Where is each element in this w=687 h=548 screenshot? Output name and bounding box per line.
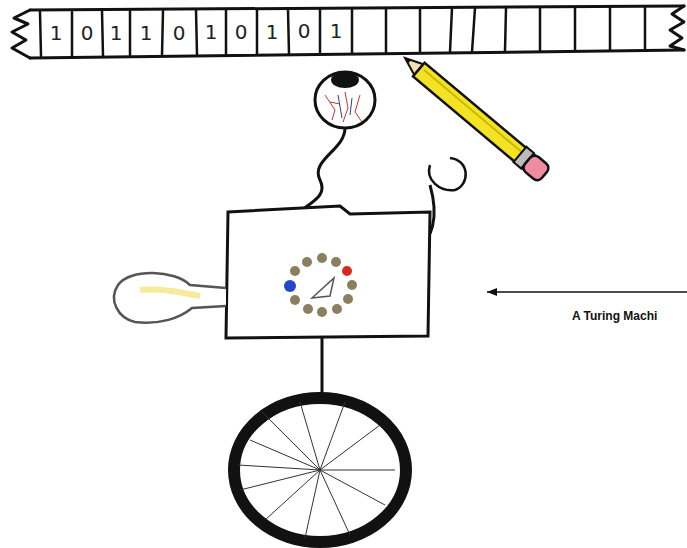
tape-symbol: 1	[266, 22, 279, 42]
machine-body	[226, 206, 430, 338]
tape-symbol: 0	[81, 23, 94, 43]
tape-symbol: 1	[140, 23, 153, 43]
pointer-arrow	[487, 288, 687, 296]
state-dial	[284, 253, 357, 317]
tape-bottom-edge	[30, 50, 684, 58]
tape-torn-end	[12, 10, 30, 58]
light-bulb	[114, 273, 226, 323]
eye-wire	[300, 128, 345, 215]
machine-caption: A Turing Machi	[572, 310, 657, 322]
hand	[429, 158, 466, 190]
tape-symbol: 1	[205, 22, 218, 42]
tape-torn-end	[670, 6, 684, 50]
wheel	[234, 398, 406, 542]
tape	[12, 6, 684, 58]
tape-symbol: 1	[50, 23, 63, 43]
tape-symbol: 0	[173, 23, 186, 43]
tape-symbol: 0	[298, 21, 311, 41]
eye	[315, 72, 375, 128]
tape-symbol: 0	[235, 22, 248, 42]
pencil	[399, 50, 551, 182]
tape-symbol: 1	[110, 23, 123, 43]
tape-top-edge	[30, 6, 684, 10]
tape-cell-dividers	[40, 7, 645, 56]
tape-symbol: 1	[330, 21, 343, 41]
